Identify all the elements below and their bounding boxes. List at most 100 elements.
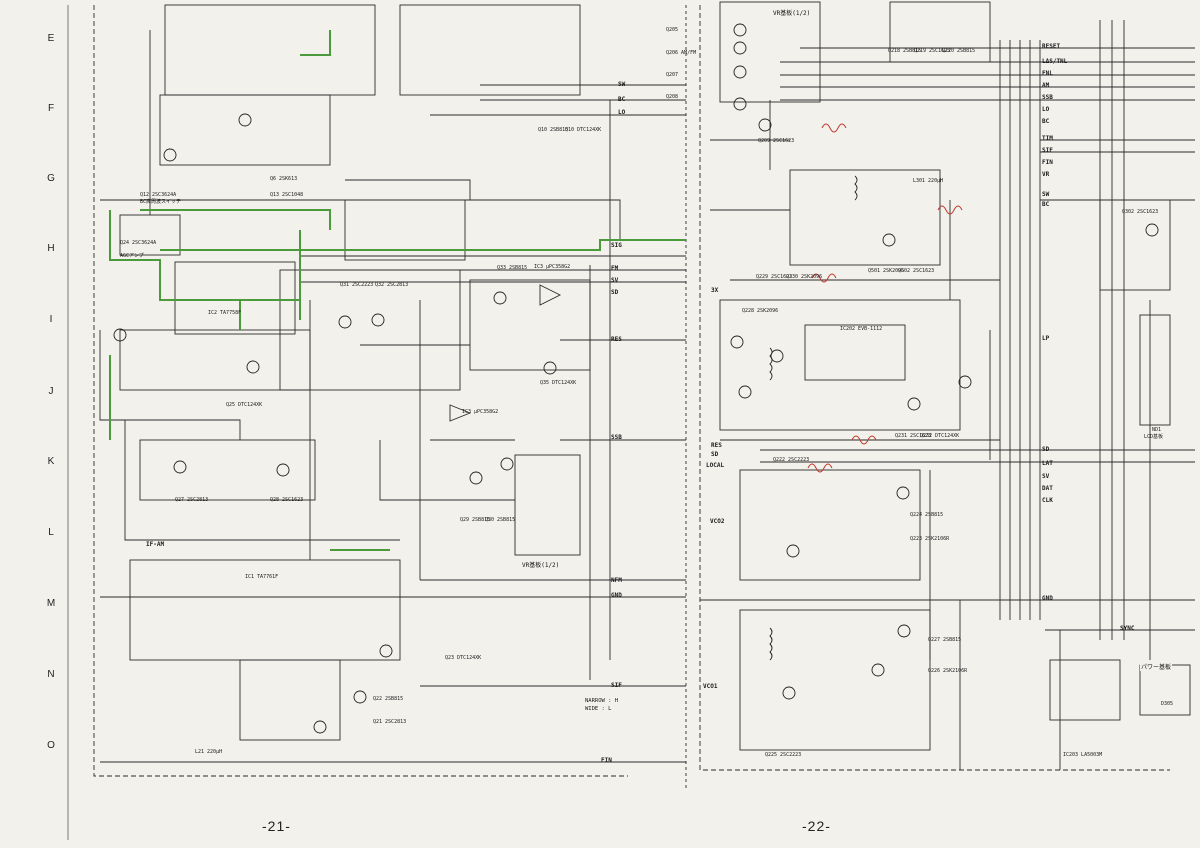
bus-label-ssb: SSB [611,434,622,441]
row-letter-e: E [47,33,55,44]
bus-label-gnd: GND [611,592,622,599]
part-q12: Q12 2SC3624A [140,192,177,198]
bus-label-sv: SV [611,277,619,284]
vr-board-title-left: VR基板(1/2) [521,560,561,569]
bus-label-vr: VR [1042,171,1050,178]
part-l301: L301 220μH [913,178,944,184]
part-if-am: IF-AM [146,541,165,548]
part-q25: Q25 DTC124XK [226,402,263,408]
part-q28: Q28 2SC1623 [270,497,304,503]
bus-label-lat: LAT [1042,460,1053,467]
part-q219: Q219 2SC1623 [914,48,951,54]
page-number-left: -21- [262,818,291,834]
part-q302: Q302 2SC1623 [1122,209,1159,215]
part-q218: Q218 2SB815 [888,48,922,54]
part-q10b: Q10 DTC124XK [565,127,602,133]
part-q6: Q6 2SK613 [270,176,298,182]
part-q32: Q32 2SC2813 [375,282,409,288]
part-q13: Q13 2SC1048 [270,192,304,198]
part-ic203: IC203 LA5003M [1063,752,1103,758]
part-q10: Q10 2SB815 [538,127,569,133]
part-q502: Q502 2SC1623 [898,268,935,274]
bus-label-clk: CLK [1042,497,1053,504]
bus-label-bc-r: BC [1042,118,1050,125]
bus-label-gnd-r: GND [1042,595,1053,602]
part-q24-desc: AGCアンプ [120,253,144,259]
part-ic2: IC2 TA7758F [208,310,242,316]
part-q12-desc: BC高周波スイッチ [140,199,182,205]
part-q24: Q24 2SC3624A [120,240,157,246]
part-q228: Q228 2SK2096 [742,308,779,314]
part-q209: Q209 2SC1623 [758,138,795,144]
bus-label-nfm: NFM [611,577,622,584]
bus-label-bc: BC [618,96,626,103]
bus-label-sd2: SD [711,451,719,458]
bus-label-fnl: FNL [1042,70,1053,77]
part-q30: Q30 2SB815 [485,517,516,523]
bus-label-sif-r: SIF [1042,147,1053,154]
row-letter-i: I [49,314,53,325]
bus-label-sd-r: SD [1042,446,1050,453]
part-q31: Q31 2SC2223 [340,282,374,288]
part-q227: Q227 2SB815 [928,637,962,643]
bus-label-lo-r: LO [1042,106,1050,113]
part-ic3a: IC3 μPC358G2 [534,264,571,270]
part-q224: Q224 2SB815 [910,512,944,518]
bus-label-reset: RESET [1042,43,1061,50]
bus-label-lp: LP [1042,335,1050,342]
wide-note: WIDE : L [585,706,612,712]
bus-label-las-tnl: LΔS/TNL [1042,58,1068,65]
part-q206: Q206 AM/FM [666,50,697,56]
part-q23: Q23 DTC124XK [445,655,482,661]
row-letter-l: L [48,527,54,538]
part-q231: Q231 2SC1623 [895,433,932,439]
row-letter-h: H [47,243,55,254]
bus-label-bc-r2: BC [1042,201,1050,208]
row-letter-j: J [48,386,54,397]
bus-label-sif: SIF [611,682,622,689]
part-lcd: LCD基板 [1144,434,1164,440]
bus-label-sw-r: SW [1042,191,1050,198]
part-ic202: IC202 EVB-1112 [840,326,883,332]
bus-label-lo: LO [618,109,626,116]
part-q33: Q33 2SB815 [497,265,528,271]
bus-label-tim: TIM [1042,135,1053,142]
bus-label-fin-r: FIN [1042,159,1053,166]
part-ic1: IC1 TA7761F [245,574,279,580]
part-q220: Q220 2SB815 [942,48,976,54]
bus-label-sync: SYNC [1120,625,1135,632]
part-q27: Q27 2SC2813 [175,497,209,503]
part-vco2: VCO2 [710,518,725,525]
part-q21: Q21 2SC2813 [373,719,407,725]
row-letter-m: M [46,598,56,609]
bus-label-fm: FM [611,265,619,272]
row-letter-g: G [47,173,55,184]
bus-label-sig: SIG [611,242,622,249]
part-nd1: ND1 [1152,427,1162,433]
part-d305: D305 [1161,701,1174,707]
part-q208: Q208 [666,94,679,100]
part-q223: Q223 2SK2106R [910,536,950,542]
part-q232: Q232 DTC124XK [920,433,960,439]
bus-label-sv-r: SV [1042,473,1050,480]
part-q501: Q501 2SK2096 [868,268,905,274]
part-q205: Q205 [666,27,679,33]
part-q230: Q230 2SK2096 [786,274,823,280]
part-q226: Q226 2SK2106R [928,668,968,674]
bus-label-am: AM [1042,82,1050,89]
narrow-note: NARROW : H [585,698,619,704]
part-ic3b: IC3 μPC358G2 [462,409,499,415]
bus-label-3x: 3X [711,287,719,294]
bus-label-res2: RES [711,442,722,449]
part-q29: Q29 2SB815 [460,517,491,523]
part-q207: Q207 [666,72,679,78]
bus-label-sw: SW [618,81,626,88]
row-letter-k: K [47,456,55,467]
part-l21: L21 220μH [195,749,223,755]
part-q229: Q229 2SC1623 [756,274,793,280]
part-q22: Q22 2SB815 [373,696,404,702]
part-q225: Q225 2SC2223 [765,752,802,758]
bus-label-local: LOCAL [706,462,725,469]
